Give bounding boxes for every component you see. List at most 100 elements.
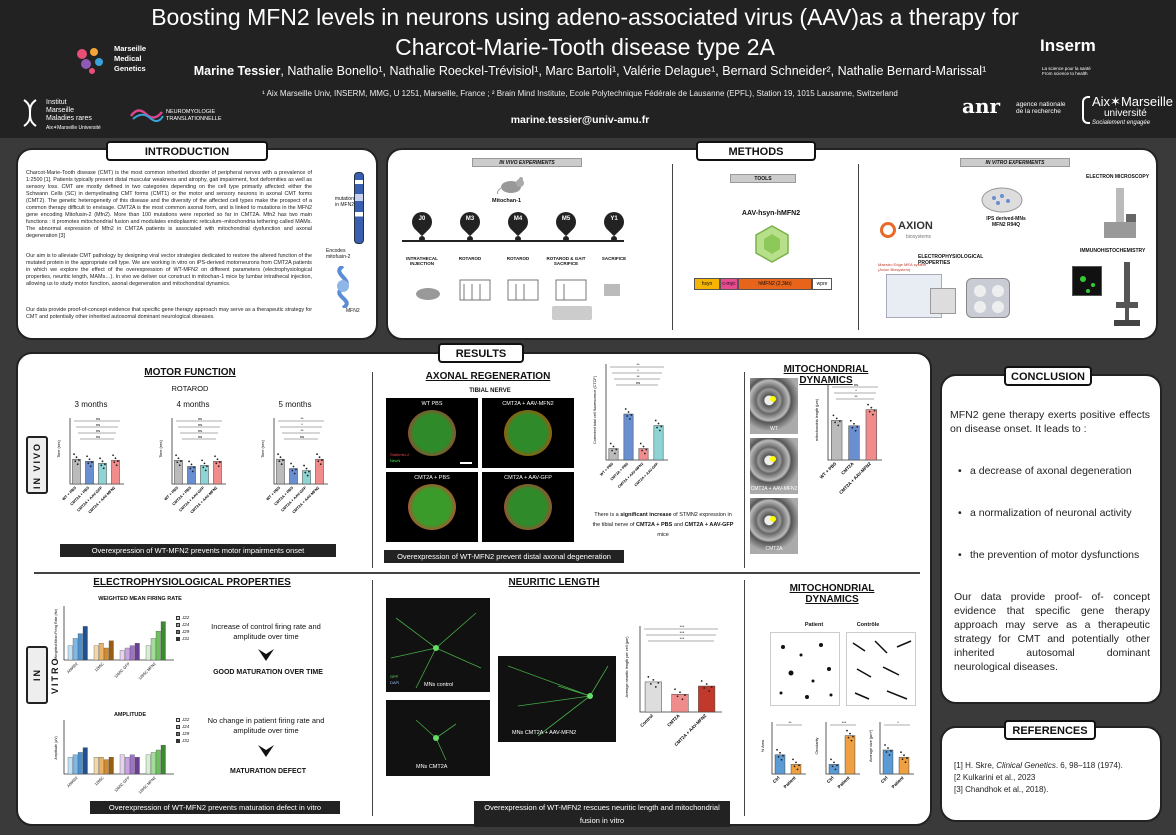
chart-bar (160, 621, 166, 661)
chart-point (178, 464, 181, 467)
maestro-label: Maestro Edge MEA system (Axion Biosystem… (878, 262, 927, 272)
chart-point (193, 466, 195, 469)
chart-bar (174, 459, 183, 485)
em-image-label: CMT2A (765, 546, 783, 552)
chart-bar (134, 643, 140, 661)
chart-point (214, 455, 216, 458)
neuro-logo-text: NEUROMYOLOGIE TRANSLATIONNELLE (166, 109, 222, 122)
chart-point (215, 462, 218, 465)
chart-point (776, 748, 778, 751)
chart-y-label: Amplitude (µV) (54, 736, 58, 759)
chart-point (282, 459, 284, 462)
timeline-pin-label: M5 (561, 216, 571, 222)
em-image: CMT2A + AAV-MFN2 (750, 438, 798, 494)
ihc-image-icon (1072, 266, 1102, 296)
timeline-pin-label: J0 (418, 216, 426, 222)
chart-point (838, 420, 841, 423)
legend-label: J22 (182, 717, 190, 722)
chart-point (100, 464, 103, 467)
significance-label: ** (636, 362, 640, 367)
introduction-panel (16, 148, 378, 340)
chart-point (831, 765, 834, 768)
neuritic-caption: Overexpression of WT-MFN2 rescues neurit… (474, 801, 730, 827)
intro-paragraph-3: Our data provide proof-of-concept eviden… (26, 307, 312, 320)
chart-point (867, 403, 870, 406)
chart-point (887, 747, 889, 749)
chart-bar (124, 647, 130, 661)
significance-label: *** (680, 636, 685, 641)
chart-tick-label: 1265C (94, 776, 105, 787)
chart-point (656, 426, 659, 429)
chart-y-label: Circularity (815, 737, 819, 754)
nerve-image-label: WT PBS (421, 401, 443, 407)
chart-point (278, 460, 281, 463)
methods-title: METHODS (696, 141, 816, 161)
mea-device-icon (930, 288, 956, 314)
firing-rate-title: WEIGHTED MEAN FIRING RATE (98, 596, 182, 602)
chart-bar (315, 458, 324, 485)
chart-point (627, 411, 630, 413)
ihc-label: IMMUNOHISTOCHEMISTRY (1080, 248, 1146, 254)
conclusion-title: CONCLUSION (1004, 366, 1092, 386)
chart-point (851, 426, 854, 429)
mutation-label: mutation in MFN2 (334, 196, 354, 208)
timeline-pin (503, 207, 533, 237)
chart-point (293, 472, 296, 475)
nerve-image-label: CMT2A + AAV-MFN2 (502, 401, 554, 407)
results-divider-horizontal (34, 572, 920, 574)
chart-point (834, 421, 836, 424)
chart-point (798, 764, 800, 767)
gait-apparatus-icon (552, 306, 592, 320)
chart-point (74, 460, 77, 463)
methods-divider-2 (858, 164, 859, 330)
nerve-image: CMT2A + AAV-MFN2 (482, 398, 574, 468)
chart-point (654, 419, 657, 422)
chart-bar (77, 752, 83, 775)
amu-logo-text: Aix✶Marseille (1092, 94, 1173, 109)
timeline-step-label: INTRATHECAL INJECTION (406, 256, 438, 266)
significance-label: *** (680, 630, 685, 635)
legend-label: J31 (182, 738, 190, 743)
mitochondria-marker (770, 456, 776, 462)
chart-bar (653, 425, 664, 461)
mitochondrial-dynamics-title-1: MITOCHONDRIAL DYNAMICS (783, 364, 869, 386)
chart-point (684, 694, 686, 697)
chart-point (177, 457, 180, 460)
mitochondrial-dynamics-title-2: MITOCHONDRIAL DYNAMICS (789, 583, 875, 605)
chart-y-label: Weighted Mean Firing Rate (Hz) (54, 609, 58, 659)
invitro-experiments-label: IN VITRO EXPERIMENTS (960, 158, 1070, 167)
chart-point (792, 758, 794, 761)
chart-point (832, 414, 835, 417)
chart-point (91, 461, 93, 464)
chart-point (217, 465, 220, 468)
lead-author: Marine Tessier (193, 64, 281, 78)
chart-bar (608, 448, 619, 461)
nerve-cross-section (408, 484, 456, 530)
patient-label: Patient (804, 622, 824, 628)
legend-swatch (176, 630, 180, 634)
chart-tick-label: Patient (783, 775, 797, 789)
significance-label: ns (854, 382, 858, 387)
chart-point (188, 460, 190, 463)
legend-swatch (176, 623, 180, 627)
conclusion-intro: MFN2 gene therapy exerts positive effect… (950, 409, 1150, 435)
chart-point (290, 462, 292, 465)
conclusion-closing: Our data provide proof- of- concept evid… (954, 591, 1150, 673)
chart-bar (72, 638, 78, 661)
chart-point (708, 690, 711, 692)
timeline-pin-label: M4 (513, 216, 523, 222)
chart-point (279, 456, 282, 459)
reference-3: [3] Chandhok et al., 2018). (954, 785, 1049, 794)
chart-point (836, 764, 838, 767)
chart-tick-label: Control (639, 713, 654, 728)
intro-paragraph-2: Our aim is to alleviate CMT pathology by… (26, 253, 312, 287)
poster-header (0, 0, 1176, 138)
contact-email[interactable]: marine.tessier@univ-amu.fr (510, 114, 650, 126)
chart-point (609, 442, 612, 445)
chart-point (906, 757, 908, 760)
chart-tick-label: AIW002 (66, 662, 78, 674)
motor-caption: Overexpression of WT-MFN2 prevents motor… (60, 544, 336, 557)
